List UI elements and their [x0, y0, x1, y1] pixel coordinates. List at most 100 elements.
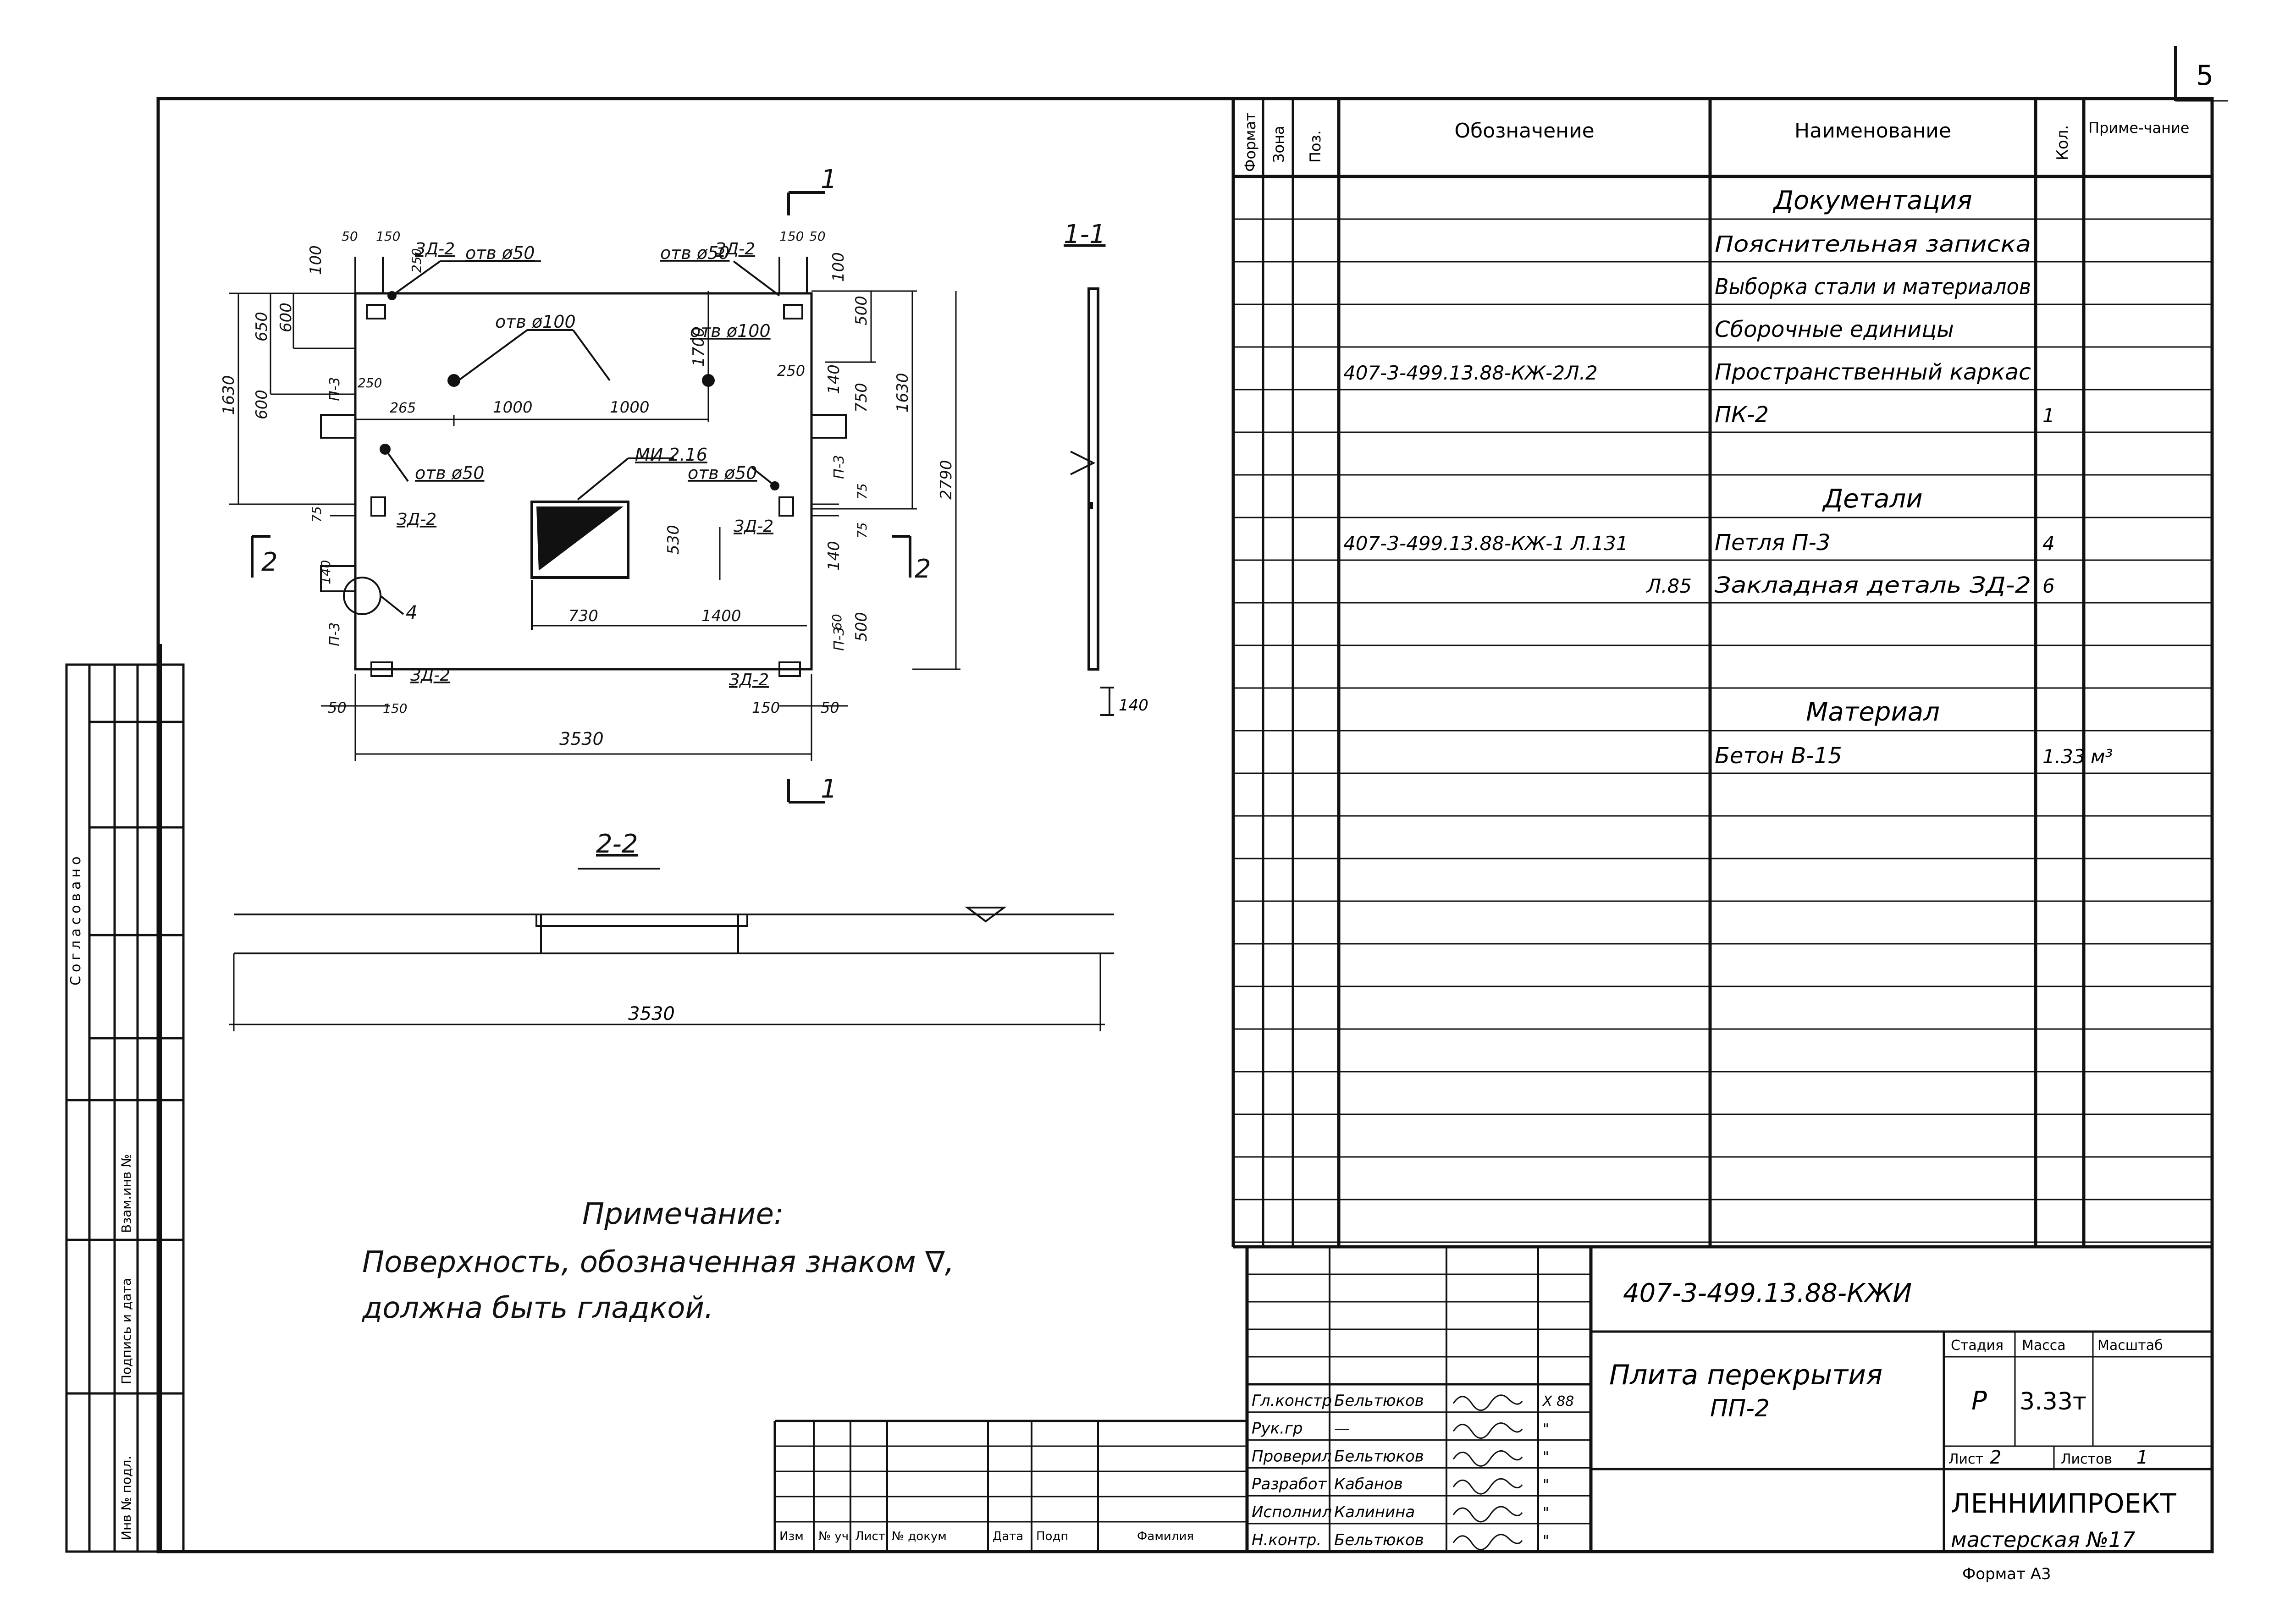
dim-500-a: 500: [852, 296, 871, 325]
label-zd-b: ЗД-2: [715, 240, 755, 259]
label-zd-d: ЗД-2: [734, 517, 773, 536]
role-row: Рук.гр — ": [1252, 1420, 1549, 1439]
mi-opening: [530, 501, 629, 579]
spec-name: Петля П-3: [1715, 530, 1830, 556]
dim-150-c: 150: [383, 701, 407, 716]
dim-50-d: 50: [821, 699, 839, 716]
tb-org: ЛЕННИИПРОЕКТ: [1951, 1488, 2176, 1519]
signature: [1452, 1422, 1523, 1439]
tb-sheet: 2: [1990, 1447, 2001, 1468]
tb-sheets-label: Листов: [2061, 1451, 2112, 1467]
spec-row: Документация: [1772, 186, 1972, 215]
label-mark-2-right: 2: [915, 554, 931, 584]
label-p3-a: П-3: [327, 377, 343, 401]
role-date: ": [1543, 1421, 1549, 1437]
role-name: —: [1334, 1420, 1350, 1438]
dim-140-section: 140: [1119, 696, 1148, 715]
label-section-22: 2-2: [596, 829, 638, 859]
label-p3-d: П-3: [831, 627, 847, 651]
dim-50-b: 50: [809, 229, 826, 244]
label-circle-mark: 4: [406, 602, 417, 623]
section-2-2: [229, 868, 1114, 1031]
label-zd-f: ЗД-2: [729, 671, 769, 689]
role-name: Бельтюков: [1334, 1447, 1424, 1465]
dim-250-c: 250: [777, 362, 805, 380]
stamp-agreed: Согласовано: [68, 853, 84, 985]
plan-view: [229, 191, 960, 804]
dim-75-c: 75: [855, 522, 870, 539]
spec-note: м³: [2091, 745, 2113, 768]
sheet-frame: [156, 97, 2214, 1553]
tb-mass: 3.33т: [2020, 1388, 2086, 1415]
role-title: Гл.констр: [1252, 1392, 1332, 1410]
dim-730: 730: [568, 607, 598, 625]
dim-600-a: 600: [253, 390, 271, 419]
label-hole50-a: отв ø50: [465, 243, 535, 263]
dim-140-c: 140: [318, 560, 333, 584]
role-title: Рук.гр: [1252, 1420, 1303, 1438]
spec-name: Закладная деталь ЗД-2: [1715, 573, 2031, 598]
spec-header-format: Формат: [1242, 112, 1259, 172]
change-header: Фамилия: [1137, 1530, 1194, 1543]
tb-stage: Р: [1971, 1386, 1987, 1416]
signature: [1452, 1478, 1523, 1495]
tb-stage-label: Стадия: [1951, 1338, 2004, 1354]
note-line-2: должна быть гладкой.: [362, 1291, 713, 1325]
spec-header-pos: Поз.: [1307, 130, 1324, 163]
stamp-replace: Взам.инв №: [119, 1154, 134, 1233]
dim-265: 265: [390, 400, 416, 416]
spec-section-heading: Материал: [1806, 697, 1940, 727]
change-header: Дата: [993, 1530, 1023, 1543]
spec-qty: 1.33: [2042, 745, 2086, 768]
label-zd-c: ЗД-2: [397, 510, 436, 529]
spec-row: Сборочные единицы: [1715, 317, 1954, 342]
spec-row-lines: [1233, 218, 2212, 1243]
label-hole50-c: отв ø50: [415, 463, 484, 483]
dim-1000-a: 1000: [493, 398, 533, 417]
spec-designation: 407-3-499.13.88-КЖ-1 Л.131: [1343, 532, 1628, 555]
dim-250-b: 250: [358, 375, 382, 391]
signature: [1452, 1394, 1523, 1411]
label-section-1-top: 1: [821, 165, 837, 194]
spec-name: Бетон В-15: [1715, 743, 1842, 769]
role-row: Н.контр.Бельтюков": [1252, 1531, 1549, 1551]
label-hole100-b: отв ø100: [690, 321, 771, 341]
dim-3530-plan: 3530: [559, 729, 604, 749]
tb-sheet-label: Лист: [1948, 1451, 1983, 1467]
drawing-note: Примечание: Поверхность, обозначенная зн…: [362, 1197, 954, 1325]
label-zd-a: ЗД-2: [415, 240, 455, 259]
dim-50-c: 50: [328, 699, 347, 716]
label-mark-2-left: 2: [261, 547, 278, 577]
dim-2790: 2790: [937, 460, 955, 500]
label-section-11: 1-1: [1064, 220, 1105, 249]
tb-title: Плита перекрытия: [1609, 1359, 1882, 1391]
dim-100-b: 100: [829, 252, 848, 282]
spec-header-qty: Кол.: [2053, 125, 2072, 160]
spec-header-designation: Обозначение: [1454, 119, 1594, 143]
change-header: Лист: [855, 1530, 885, 1543]
change-header: № докум: [892, 1530, 947, 1543]
role-date: Х 88: [1542, 1393, 1574, 1409]
tb-sheets: 1: [2136, 1447, 2148, 1468]
dim-1700: 1700: [690, 327, 708, 367]
spec-table-grid: [1231, 99, 2212, 1247]
note-title: Примечание:: [582, 1197, 784, 1231]
spec-section-heading: Детали: [1821, 484, 1922, 514]
change-header: Подп: [1036, 1530, 1068, 1543]
dim-140-a: 140: [825, 364, 843, 394]
spec-header-zone: Зона: [1270, 126, 1287, 163]
spec-designation: Л.85: [1646, 575, 1692, 597]
label-zd-e: ЗД-2: [410, 666, 450, 685]
dim-1630-left: 1630: [220, 375, 238, 415]
dim-150-a: 150: [376, 229, 400, 244]
tb-title-mark: ПП-2: [1710, 1395, 1770, 1422]
spec-section-heading: Документация: [1772, 186, 1972, 215]
